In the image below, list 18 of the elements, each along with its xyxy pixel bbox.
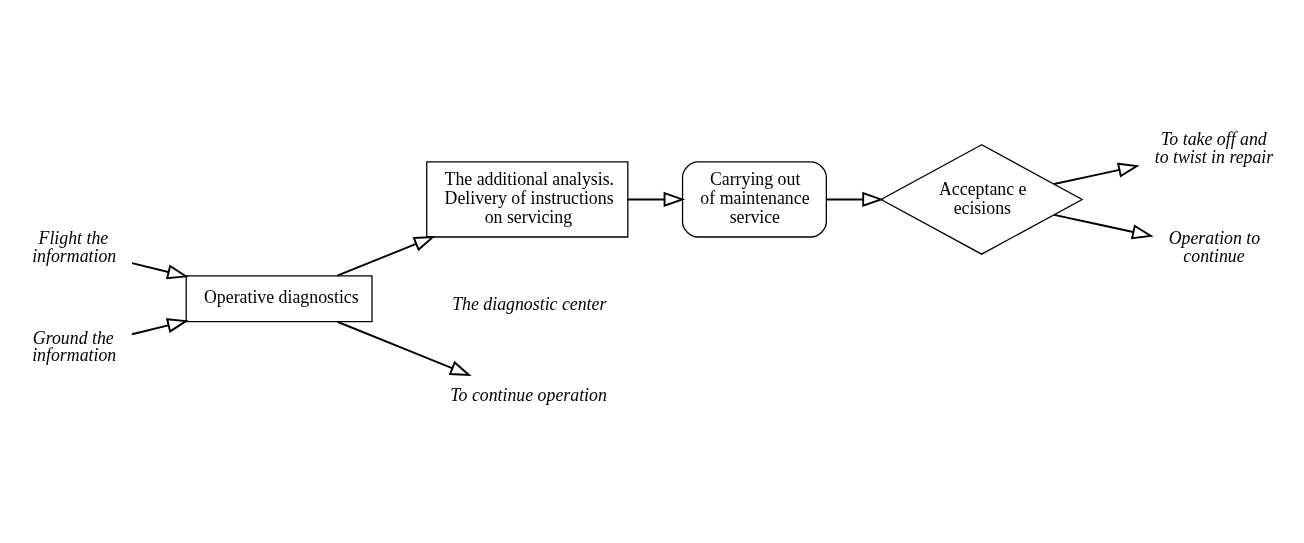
node-text: Flight the information <box>32 227 117 266</box>
arrow <box>627 191 686 207</box>
node-box: Operative diagnostics <box>185 274 373 322</box>
node-text: Operation to continue <box>1168 227 1261 266</box>
arrow <box>131 317 189 335</box>
node-text: Ground the information <box>32 327 117 365</box>
arrow <box>131 261 189 279</box>
node-box: The additional analysis. Delivery of instructions on servicing <box>426 160 629 238</box>
label: The diagnostic center <box>452 293 607 314</box>
arrow <box>336 320 472 376</box>
arrow <box>1053 162 1140 185</box>
node-diamond: Acceptanc e ecisions <box>879 143 1084 255</box>
arrow <box>825 191 884 207</box>
node-box: Carrying out of maintenance service <box>681 160 827 238</box>
arrow <box>336 235 436 277</box>
node-text: To take off and to twist in repair <box>1154 128 1274 167</box>
arrow <box>1053 213 1154 239</box>
node-text: To continue operation <box>450 384 607 405</box>
